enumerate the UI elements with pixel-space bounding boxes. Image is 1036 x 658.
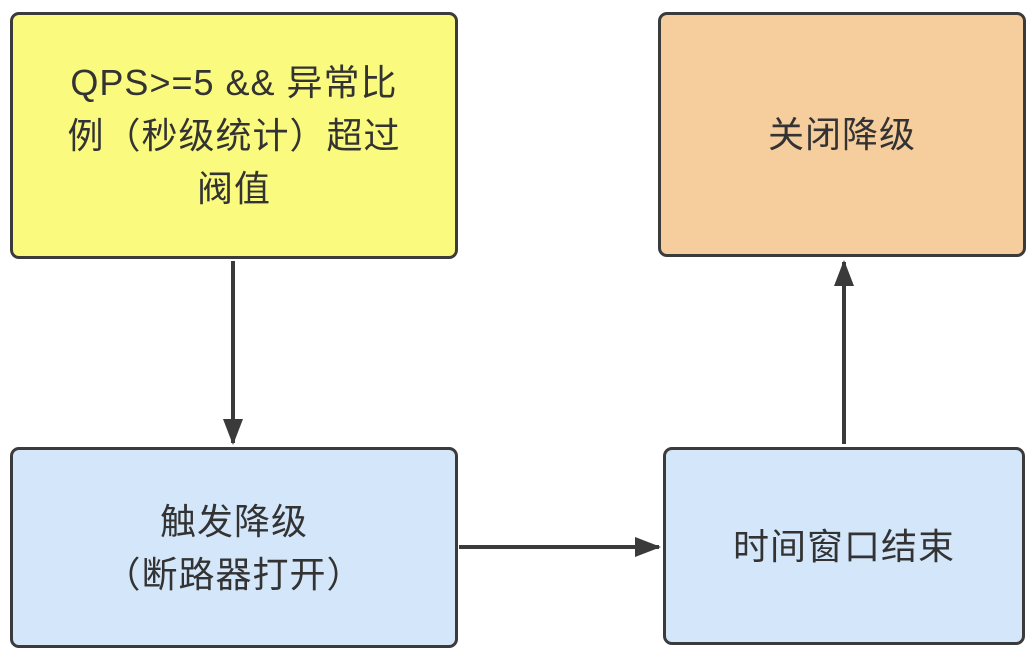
node-condition-label: QPS>=5 && 异常比 例（秒级统计）超过 阀值 [67, 62, 401, 209]
node-time-window-end-label: 时间窗口结束 [732, 525, 955, 567]
node-close-degradation: 关闭降级 [658, 12, 1026, 257]
node-condition: QPS>=5 && 异常比 例（秒级统计）超过 阀值 [10, 12, 458, 259]
node-close-degradation-label: 关闭降级 [767, 114, 916, 155]
node-trigger-degradation-label: 触发降级 （断路器打开） [104, 500, 364, 595]
node-trigger-degradation: 触发降级 （断路器打开） [10, 447, 458, 648]
node-time-window-end: 时间窗口结束 [663, 447, 1025, 645]
